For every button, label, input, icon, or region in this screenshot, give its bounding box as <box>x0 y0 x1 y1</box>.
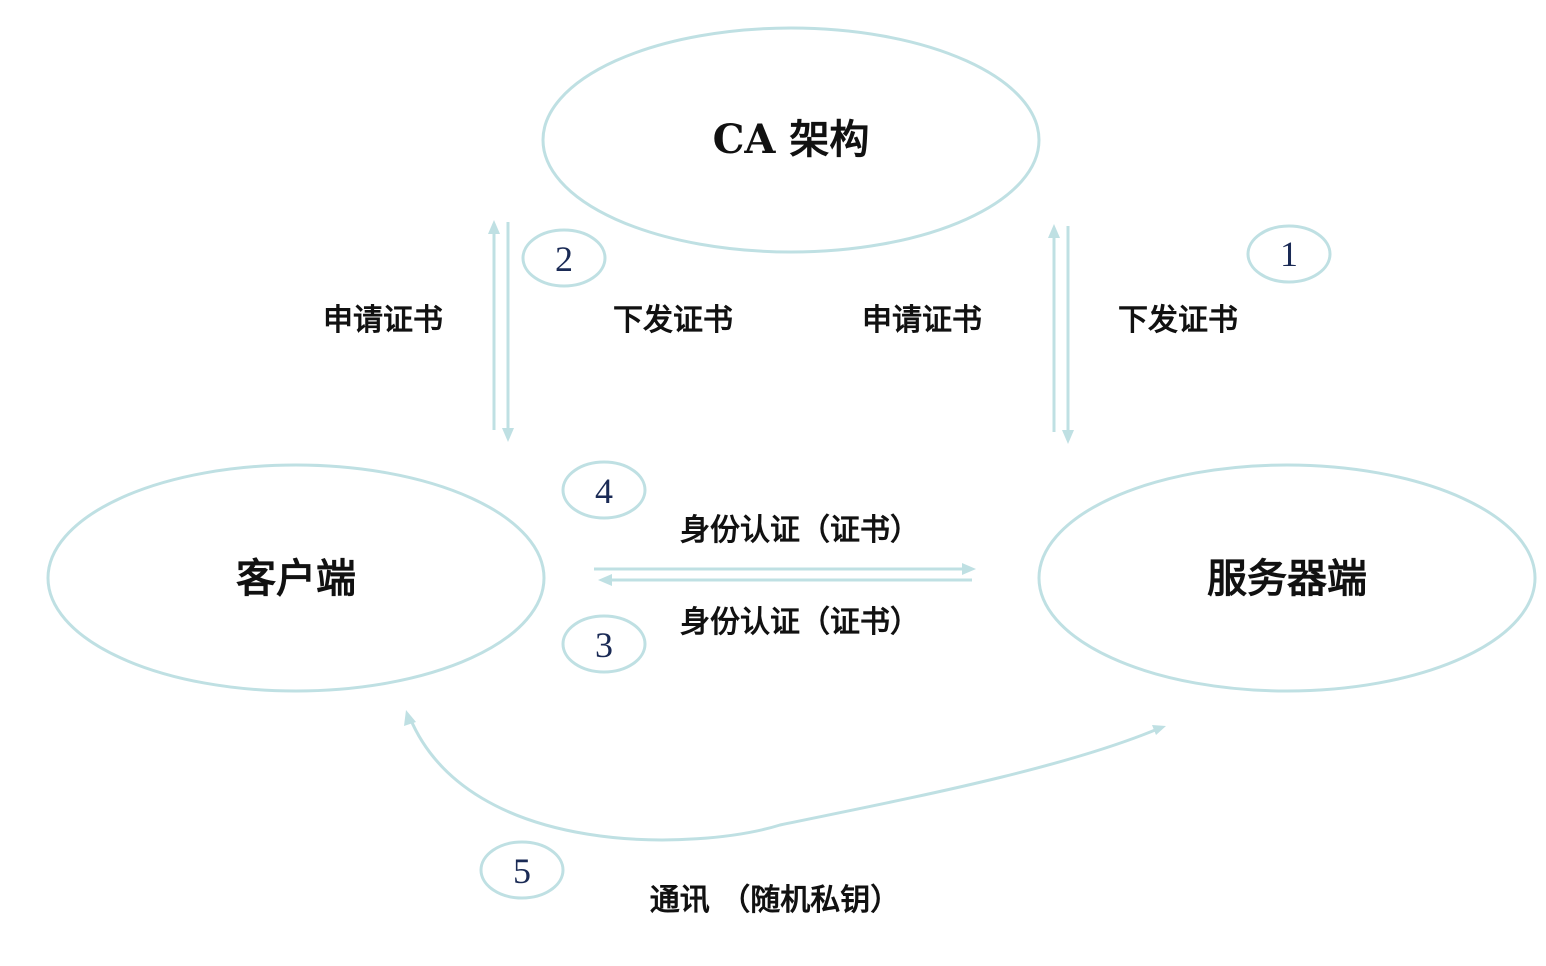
node-ca: CA 架构 <box>541 26 1041 254</box>
node-ca-label: CA 架构 <box>713 116 870 163</box>
step-badge-4: 4 <box>561 460 647 520</box>
label-server-client-auth: 身份认证（证书） <box>680 605 920 640</box>
step-badge-2-ellipse <box>521 228 607 288</box>
arrowhead-right-icon <box>962 563 976 575</box>
step-badge-3: 3 <box>561 614 647 674</box>
step-badge-5: 5 <box>479 840 565 900</box>
step-number-1: 1 <box>1280 234 1298 274</box>
edge-client-ca <box>488 220 514 442</box>
label-server-request-cert: 申请证书 <box>862 303 982 338</box>
step-number-4: 4 <box>595 471 613 511</box>
step-badge-1: 1 <box>1246 224 1332 284</box>
arrowhead-up-icon <box>1048 224 1060 238</box>
node-client-ellipse <box>46 463 546 693</box>
node-ca-ellipse <box>541 26 1041 254</box>
step-badge-1-ellipse <box>1246 224 1332 284</box>
arrowhead-up-icon <box>488 220 500 234</box>
edge-communication <box>404 710 1166 842</box>
step-badge-4-ellipse <box>561 460 647 520</box>
label-client-issue-cert: 下发证书 <box>613 303 733 338</box>
arrowhead-left-icon <box>598 574 612 586</box>
node-client-label: 客户端 <box>236 555 356 602</box>
edge-server-ca <box>1048 224 1074 444</box>
step-badge-2: 2 <box>521 228 607 288</box>
step-badge-3-ellipse <box>561 614 647 674</box>
arrowhead-right-icon <box>1152 725 1166 735</box>
label-server-issue-cert: 下发证书 <box>1118 303 1238 338</box>
node-server: 服务器端 <box>1037 463 1537 693</box>
arrowhead-left-icon <box>404 710 416 726</box>
label-client-request-cert: 申请证书 <box>323 303 443 338</box>
step-number-2: 2 <box>555 239 573 279</box>
node-server-label: 服务器端 <box>1207 555 1367 602</box>
step-number-5: 5 <box>513 851 531 891</box>
arrowhead-down-icon <box>1062 430 1074 444</box>
step-badge-5-ellipse <box>479 840 565 900</box>
arrowhead-down-icon <box>502 428 514 442</box>
node-server-ellipse <box>1037 463 1537 693</box>
arrow-communication-curve <box>408 717 1161 842</box>
label-client-server-auth: 身份认证（证书） <box>680 513 920 548</box>
edge-client-server-auth <box>594 563 976 586</box>
node-client: 客户端 <box>46 463 546 693</box>
label-communication: 通讯 （随机私钥） <box>650 883 900 918</box>
step-number-3: 3 <box>595 625 613 665</box>
